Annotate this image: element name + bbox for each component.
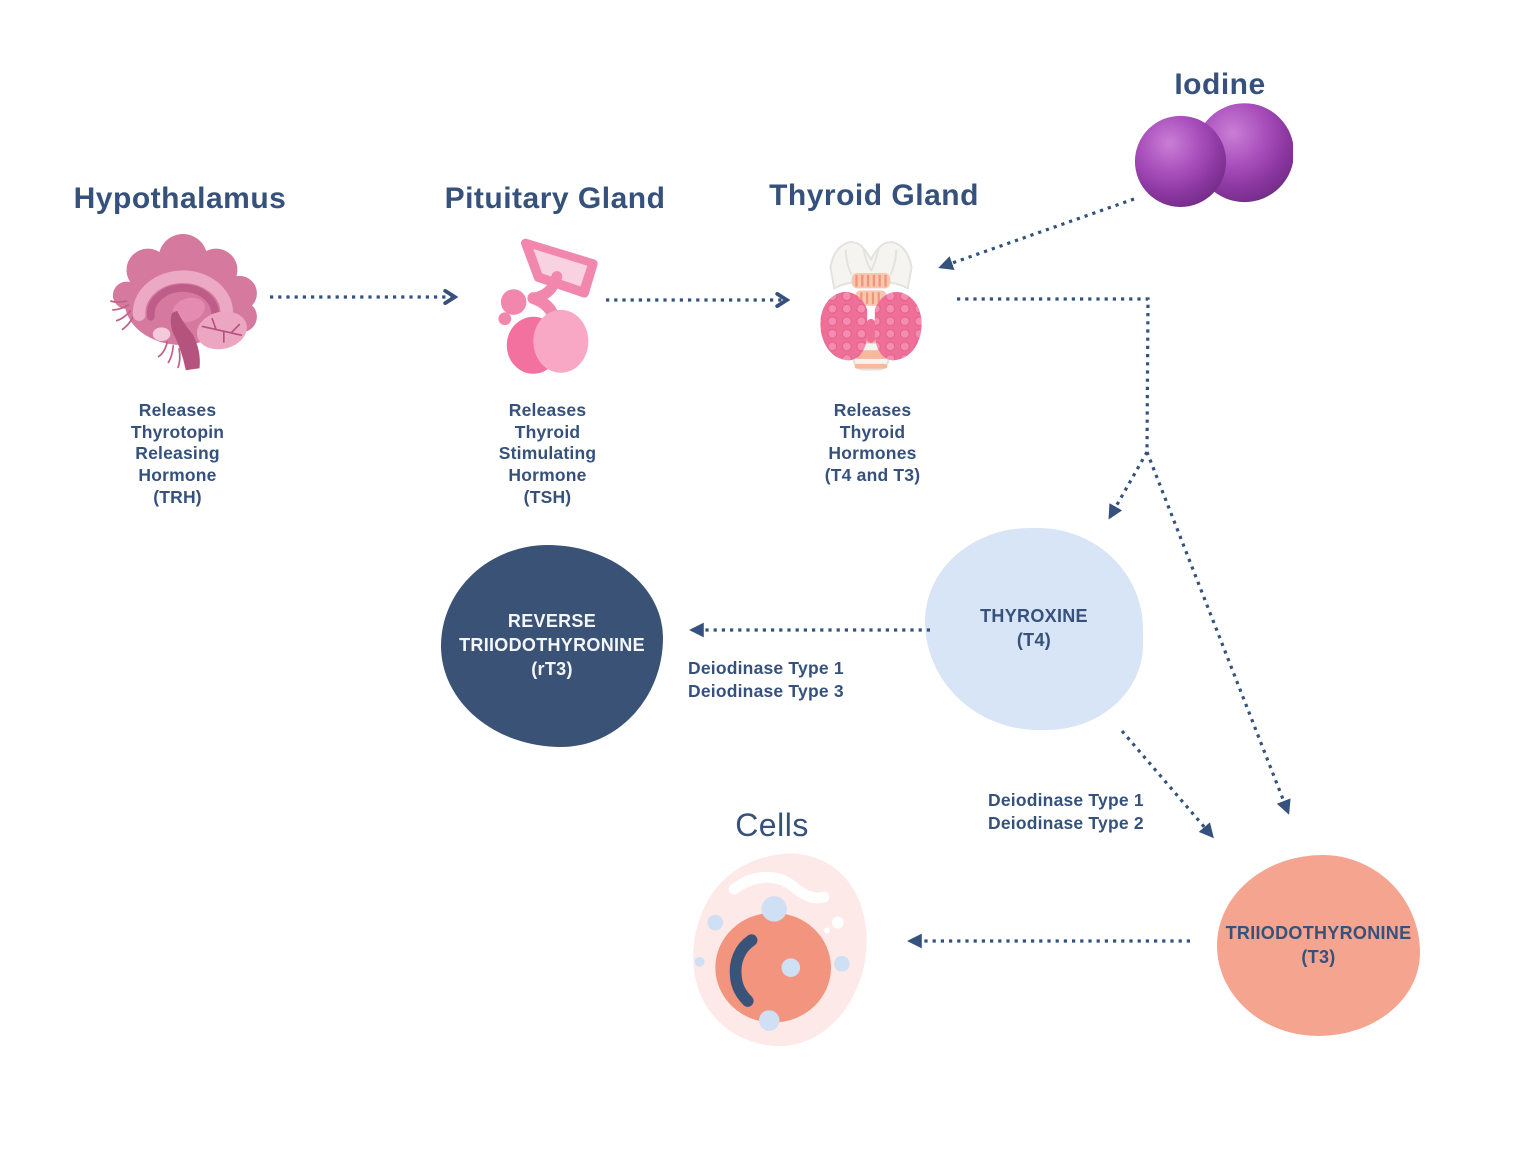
arrow-t4-to-t3 — [1120, 729, 1214, 839]
pituitary-gland-icon — [498, 238, 598, 374]
deiodinase-t4-t3-label: Deiodinase Type 1 Deiodinase Type 2 — [988, 790, 1144, 834]
hypothalamus-caption: Releases Thyrotopin Releasing Hormone (T… — [130, 400, 225, 507]
arrow-thyroid-to-t4 — [1108, 451, 1149, 520]
cell-icon — [693, 853, 867, 1047]
triiodothyronine-t3-label: TRIIODOTHYRONINE (T3) — [1225, 922, 1412, 967]
arrow-iodine-to-thyroid — [938, 197, 1135, 271]
line-thyroid-branch — [957, 297, 1150, 451]
thyroxine-t4-label: THYROXINE (T4) — [980, 606, 1088, 650]
arrow-thyroid-to-t3 — [1145, 451, 1291, 815]
pituitary-title: Pituitary Gland — [444, 182, 666, 215]
hypothalamus-title: Hypothalamus — [73, 182, 287, 215]
triiodothyronine-t3-blob: TRIIODOTHYRONINE (T3) — [1217, 855, 1420, 1036]
thyroid-title: Thyroid Gland — [769, 179, 979, 212]
iodine-title: Iodine — [1174, 68, 1266, 101]
thyroid-caption: Releases Thyroid Hormones (T4 and T3) — [824, 400, 921, 486]
thyroxine-t4-blob: THYROXINE (T4) — [925, 528, 1143, 730]
pituitary-caption: Releases Thyroid Stimulating Hormone (TS… — [498, 400, 597, 507]
reverse-t3-blob: REVERSE TRIIODOTHYRONINE (rT3) — [441, 545, 663, 747]
cells-title: Cells — [735, 807, 809, 843]
thyroid-gland-icon — [820, 241, 922, 371]
reverse-t3-label: REVERSE TRIIODOTHYRONINE (rT3) — [459, 611, 645, 679]
brain-icon — [110, 233, 257, 371]
iodine-molecule-icon — [1134, 103, 1293, 207]
deiodinase-t4-rt3-label: Deiodinase Type 1 Deiodinase Type 3 — [688, 658, 844, 702]
